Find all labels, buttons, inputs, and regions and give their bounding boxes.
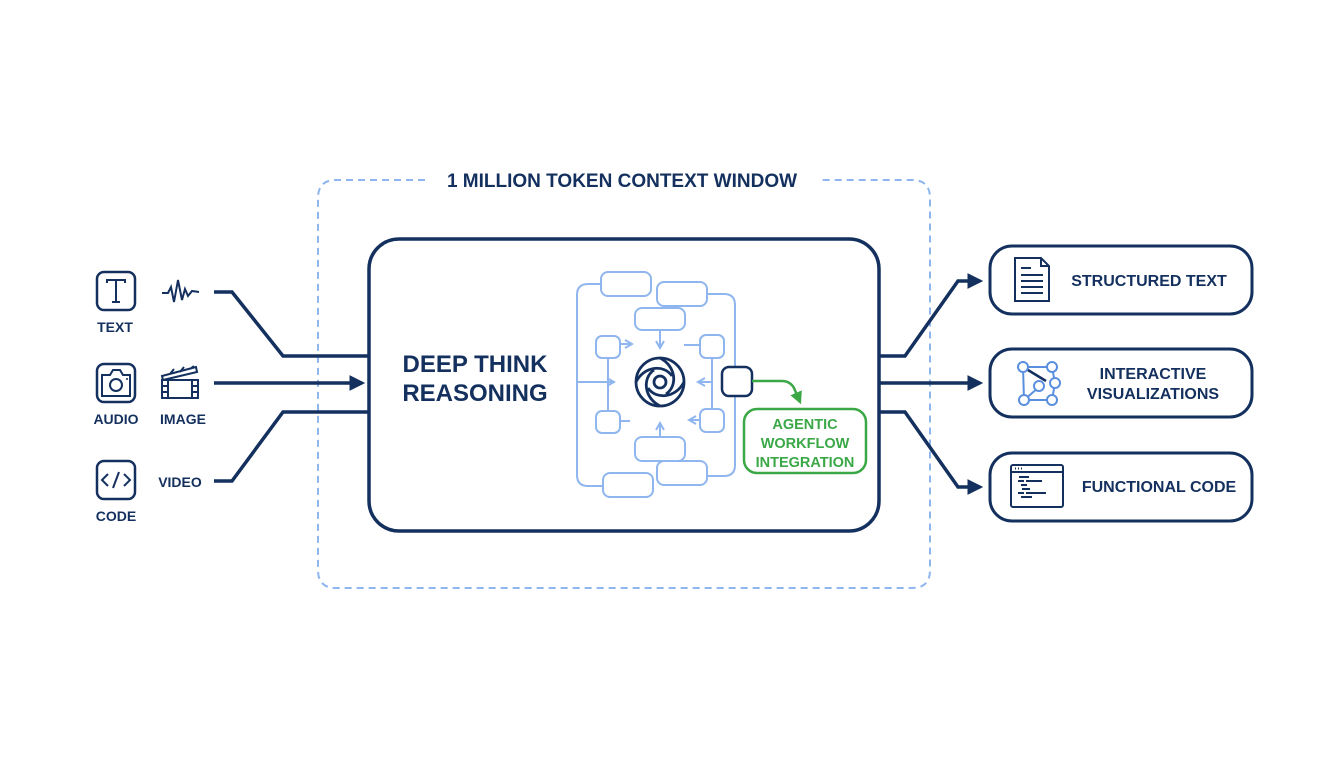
agentic-arrow xyxy=(752,379,802,405)
node-graph-icon xyxy=(1017,361,1061,406)
output-arrow-top xyxy=(879,273,984,358)
flow-loop-left xyxy=(576,283,604,487)
context-window-frame: 1 MILLION TOKEN CONTEXT WINDOW xyxy=(317,171,931,589)
output-label-functional-code: FUNCTIONAL CODE xyxy=(1082,479,1237,496)
core-title-line2: REASONING xyxy=(402,380,547,407)
code-brackets-icon xyxy=(95,459,137,501)
reasoning-flow-network xyxy=(576,271,736,498)
input-label-audio: AUDIO xyxy=(93,411,138,427)
input-line-bottom xyxy=(214,410,369,483)
input-connectors xyxy=(214,290,369,483)
agentic-line2: WORKFLOW xyxy=(761,436,850,452)
flow-node xyxy=(656,281,708,307)
output-interactive-visualizations: INTERACTIVE VISUALIZATIONS xyxy=(988,347,1254,419)
output-structured-text: STRUCTURED TEXT xyxy=(988,244,1254,316)
agentic-line1: AGENTIC xyxy=(772,417,838,433)
flow-node xyxy=(600,271,652,297)
agentic-workflow-box: AGENTIC WORKFLOW INTEGRATION xyxy=(742,407,868,475)
camera-icon xyxy=(95,362,137,404)
swirl-icon xyxy=(634,356,686,408)
flow-node xyxy=(656,460,708,486)
output-connectors xyxy=(879,273,984,495)
input-label-video: VIDEO xyxy=(158,474,202,490)
context-window-label: 1 MILLION TOKEN CONTEXT WINDOW xyxy=(447,171,797,192)
deep-think-box: DEEP THINK REASONING xyxy=(367,237,881,533)
text-t-icon xyxy=(95,270,137,312)
agentic-connector-node xyxy=(720,365,754,398)
output-label-interactive: INTERACTIVE xyxy=(1100,366,1207,383)
flow-node xyxy=(602,472,654,498)
output-functional-code: FUNCTIONAL CODE xyxy=(988,451,1254,523)
agentic-line3: INTEGRATION xyxy=(756,455,855,471)
film-clapper-icon xyxy=(160,365,199,399)
core-title-line1: DEEP THINK xyxy=(403,351,549,378)
input-label-text: TEXT xyxy=(97,319,133,335)
code-window-icon xyxy=(1010,464,1064,508)
input-label-image: IMAGE xyxy=(160,411,206,427)
input-line-top xyxy=(214,290,369,358)
output-arrow-bottom xyxy=(879,410,984,495)
waveform-icon xyxy=(162,279,200,303)
document-icon xyxy=(1014,257,1050,302)
output-label-structured-text: STRUCTURED TEXT xyxy=(1071,273,1227,290)
output-label-visualizations: VISUALIZATIONS xyxy=(1087,386,1219,403)
input-label-code: CODE xyxy=(96,508,136,524)
